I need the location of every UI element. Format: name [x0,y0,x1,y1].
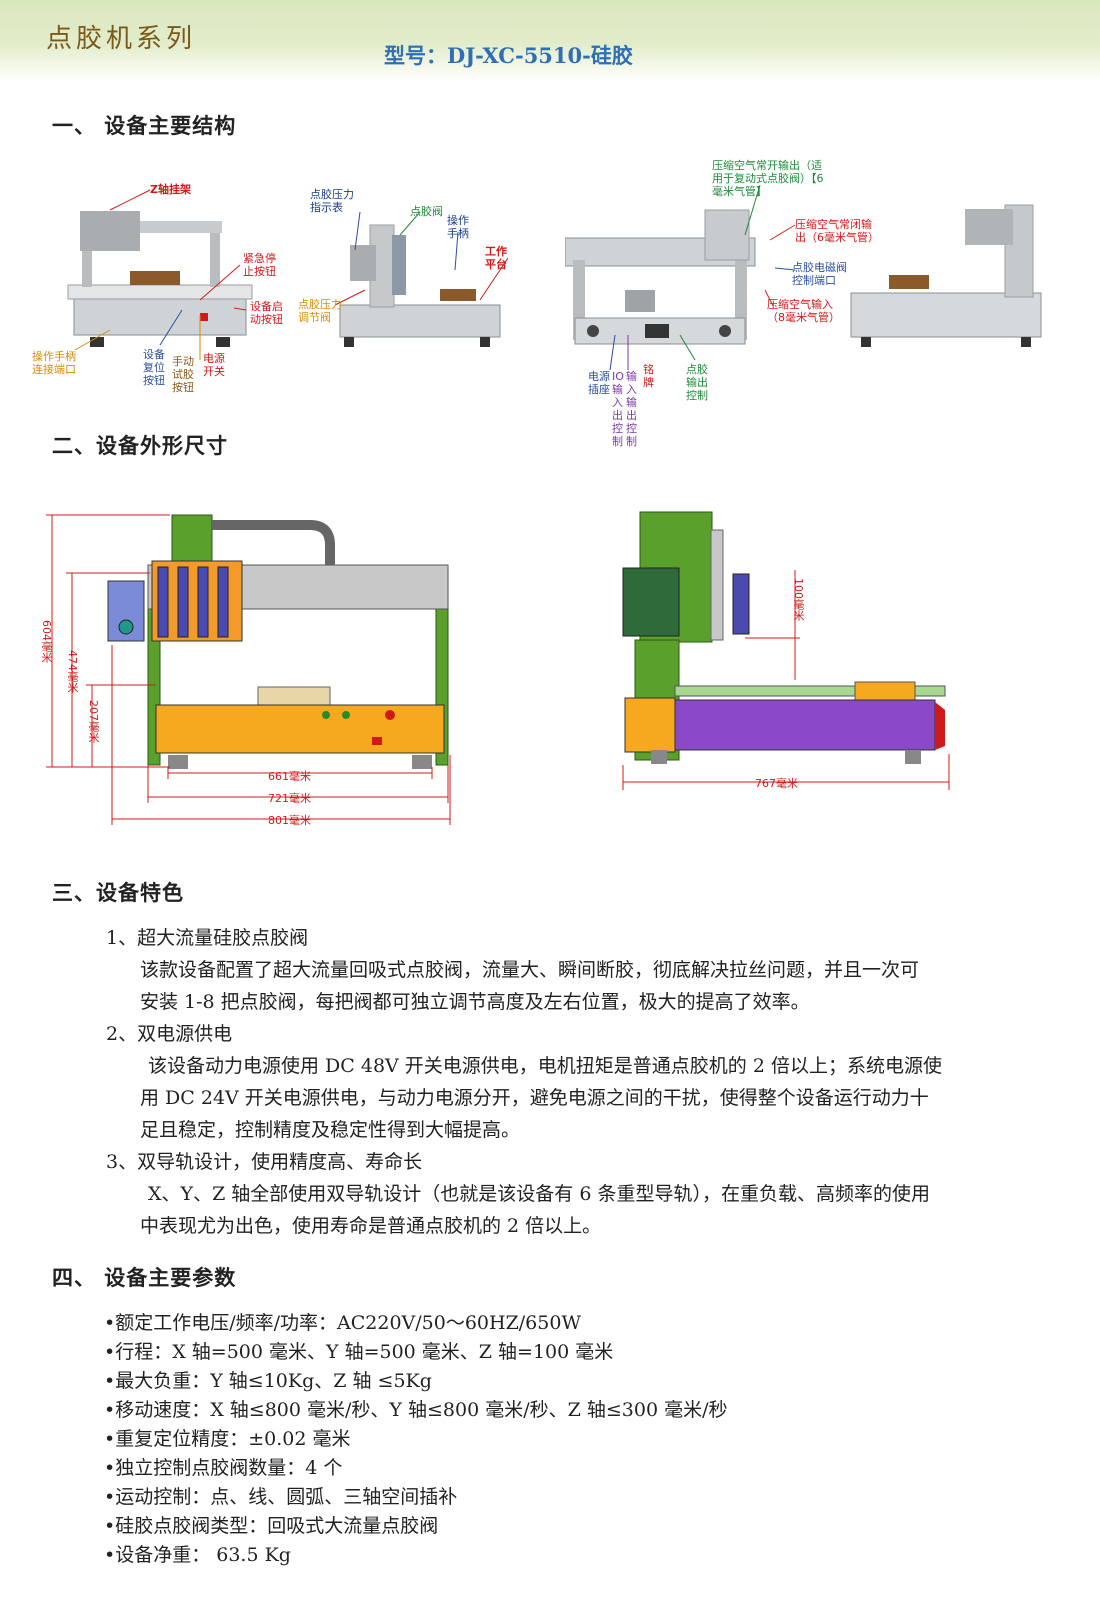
label-glue-output: 点胶 输出 控制 [686,363,708,402]
param-max-load: •最大负重：Y 轴≤10Kg、Z 轴 ≤5Kg [104,1370,432,1392]
dim-z-travel-100: 100毫米 [792,578,805,621]
label-io-control: IO 输 入 出 控 制 [612,370,624,448]
param-voltage: •额定工作电压/频率/功率：AC220V/50～60HZ/650W [104,1312,581,1334]
label-dispensing-valve: 点胶阀 [410,205,443,218]
header-band [0,0,1100,82]
label-power-socket: 电源 插座 [588,370,610,396]
dim-depth-767: 767毫米 [755,777,798,790]
dim-height-474: 474毫米 [66,650,79,693]
side-dimension-drawing [622,511,950,790]
structure-leader-lines [74,184,796,371]
feature-1-line-2: 安装 1-8 把点胶阀，每把阀都可独立调节高度及左右位置，极大的提高了效率。 [140,991,810,1013]
label-start-button: 设备启 动按钮 [250,300,283,326]
feature-2-line-2: 用 DC 24V 开关电源供电，与动力电源分开，避免电源之间的干扰，使得整个设备… [140,1087,929,1109]
series-title: 点胶机系列 [46,24,197,54]
label-manual-test-button: 手动 试胶 按钮 [172,355,194,394]
label-operating-handle: 操作 手柄 [447,214,469,240]
machine-side-photo [339,224,501,347]
label-power-switch: 电源 开关 [203,352,225,378]
section-dimensions-title: 二、设备外形尺寸 [52,433,228,458]
label-work-platform: 工作 平台 [485,245,507,271]
label-pressure-gauge: 点胶压力 指示表 [310,188,354,214]
param-travel: •行程：X 轴=500 毫米、Y 轴=500 毫米、Z 轴=100 毫米 [104,1341,614,1363]
label-z-hanger: Z轴挂架 [150,183,191,196]
param-repeat-accuracy: •重复定位精度：±0.02 毫米 [104,1428,351,1450]
feature-3-line-1: X、Y、Z 轴全部使用双导轨设计（也就是该设备有 6 条重型导轨），在重负载、高… [148,1183,930,1205]
section-structure-title: 一、 设备主要结构 [52,113,237,138]
label-io-control-2: 输 入 输 出 控 制 [626,370,637,448]
model-title: 型号：DJ-XC-5510-硅胶 [384,43,633,68]
param-valve-count: •独立控制点胶阀数量：4 个 [104,1457,343,1479]
section-features-title: 三、设备特色 [52,880,184,905]
label-pressure-regulator: 点胶压力 调节阀 [298,298,342,324]
feature-1-title: 1、超大流量硅胶点胶阀 [106,927,309,949]
dim-width-661: 661毫米 [268,770,311,783]
feature-2-title: 2、双电源供电 [106,1023,233,1045]
machine-side2-photo [850,204,1042,347]
param-motion-control: •运动控制：点、线、圆弧、三轴空间插补 [104,1486,458,1508]
dim-width-721: 721毫米 [268,792,311,805]
label-reset-button: 设备 复位 按钮 [143,348,165,387]
param-net-weight: •设备净重： 63.5 Kg [104,1544,291,1566]
param-speed: •移动速度：X 轴≤800 毫米/秒、Y 轴≤800 毫米/秒、Z 轴≤300 … [104,1399,728,1421]
feature-2-line-3: 足且稳定，控制精度及稳定性得到大幅提高。 [140,1119,521,1141]
feature-2-line-1: 该设备动力电源使用 DC 48V 开关电源供电，电机扭矩是普通点胶机的 2 倍以… [148,1055,942,1077]
feature-3-line-2: 中表现尤为出色，使用寿命是普通点胶机的 2 倍以上。 [140,1215,602,1237]
dim-height-207: 207毫米 [87,700,100,743]
label-air-input: 压缩空气输入 （8毫米气管） [767,298,840,324]
feature-1-line-1: 该款设备配置了超大流量回吸式点胶阀，流量大、瞬间断胶，彻底解决拉丝问题，并且一次… [140,959,920,981]
label-emergency-stop: 紧急停 止按钮 [243,252,276,278]
label-handle-port: 操作手柄 连接端口 [32,350,76,376]
dim-height-604: 604毫米 [40,620,53,663]
label-solenoid-port: 点胶电磁阀 控制端口 [792,261,847,287]
machine-rear-photo [565,209,756,345]
machine-front-photo [67,211,253,347]
section-params-title: 四、 设备主要参数 [52,1265,237,1290]
label-air-normally-open: 压缩空气常开输出（适 用于复动式点胶阀）【6 毫米气管】 [712,159,824,198]
front-dimension-drawing [46,514,451,825]
label-air-normally-closed: 压缩空气常闭输 出（6毫米气管） [795,218,879,244]
param-valve-type: •硅胶点胶阀类型：回吸式大流量点胶阀 [104,1515,439,1537]
feature-3-title: 3、双导轨设计，使用精度高、寿命长 [106,1151,423,1173]
label-nameplate: 铭 牌 [643,363,654,389]
dim-width-801: 801毫米 [268,814,311,827]
